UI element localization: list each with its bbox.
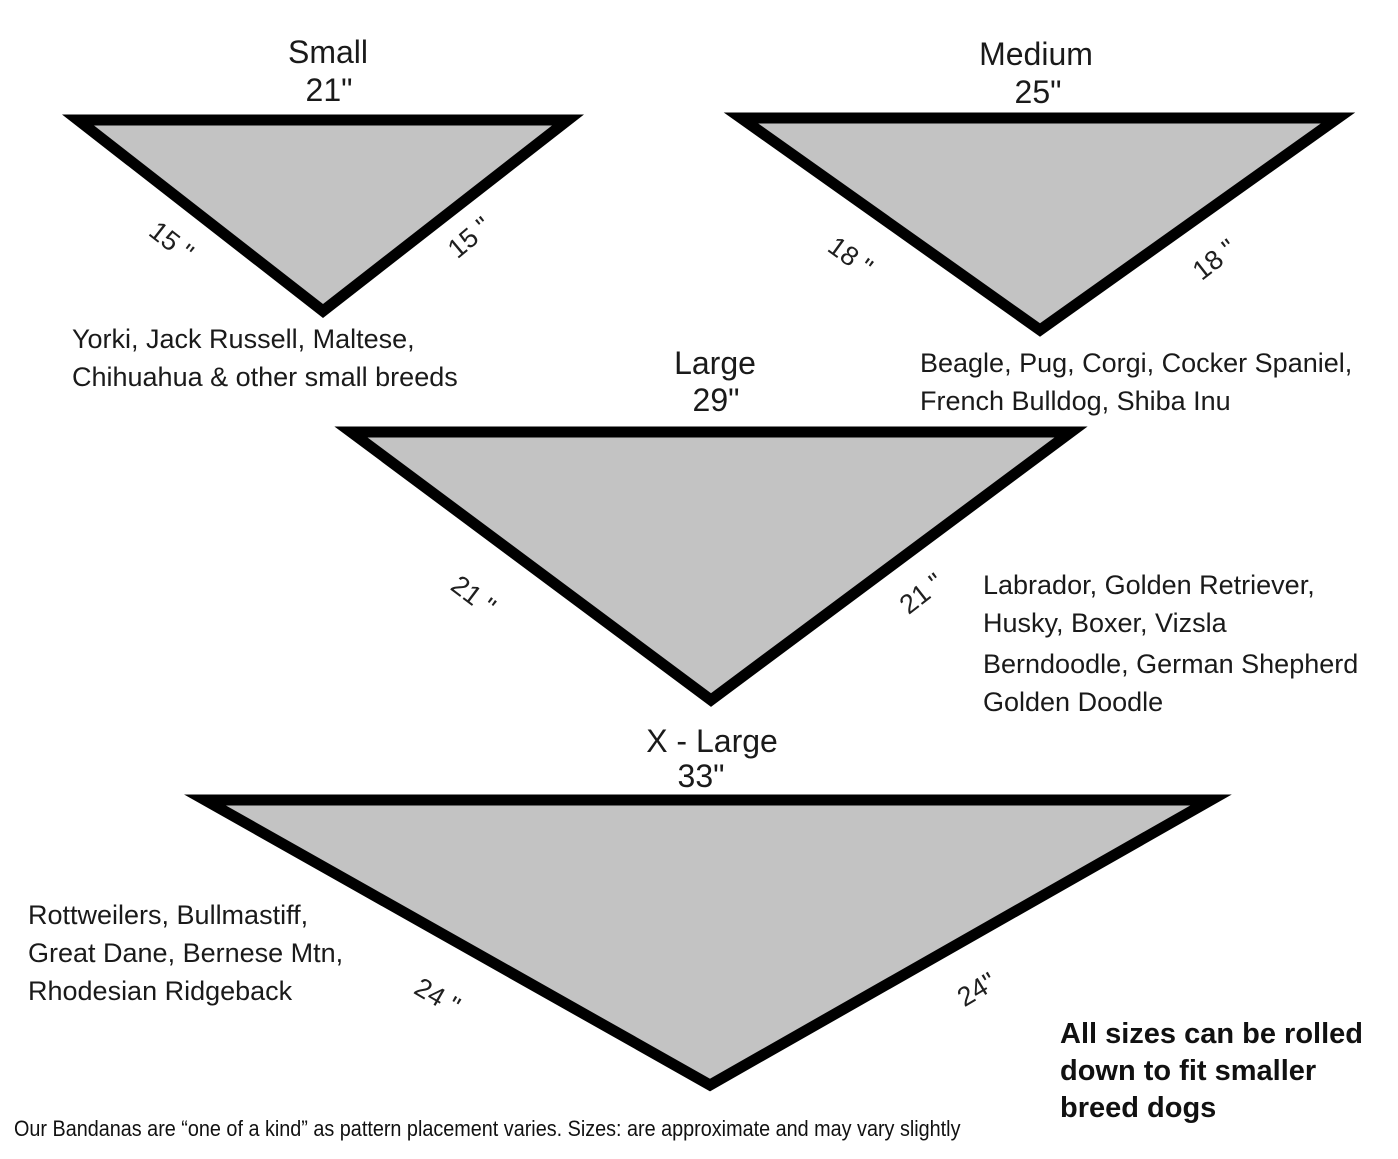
size-medium-top-width: 25" <box>1014 74 1062 110</box>
pattern-disclaimer-note: Our Bandanas are “one of a kind” as patt… <box>14 1116 961 1141</box>
size-small-top-width: 21" <box>305 72 353 108</box>
size-medium-title: Medium <box>979 36 1093 72</box>
size-large-top-width: 29" <box>692 382 740 418</box>
xlarge-bandana-triangle <box>184 794 1232 1092</box>
breed-line: Labrador, Golden Retriever, <box>983 570 1315 600</box>
breed-line: Chihuahua & other small breeds <box>72 362 458 392</box>
size-xlarge-top-width: 33" <box>677 758 725 794</box>
size-large-title: Large <box>674 345 756 381</box>
size-medium-breed-list: Beagle, Pug, Corgi, Cocker Spaniel, Fren… <box>920 344 1352 420</box>
size-xlarge-breed-list: Rottweilers, Bullmastiff, Great Dane, Be… <box>28 896 343 1010</box>
note-line: breed dogs <box>1060 1092 1217 1124</box>
breed-line: Great Dane, Bernese Mtn, <box>28 938 344 968</box>
breed-line: Berndoodle, German Shepherd <box>983 649 1359 679</box>
size-small-title: Small <box>287 34 369 70</box>
note-line: All sizes can be rolled <box>1060 1018 1363 1050</box>
size-small-breed-list: Yorki, Jack Russell, Maltese, Chihuahua … <box>72 320 458 396</box>
small-bandana-triangle <box>61 114 585 318</box>
breed-line: French Bulldog, Shiba Inu <box>920 386 1231 416</box>
breed-line: Rhodesian Ridgeback <box>28 976 293 1006</box>
note-line: down to fit smaller <box>1060 1055 1317 1087</box>
large-bandana-triangle <box>334 426 1088 707</box>
size-large-breed-list: Labrador, Golden Retriever, Husky, Boxer… <box>983 566 1358 721</box>
breed-line: Beagle, Pug, Corgi, Cocker Spaniel, <box>920 348 1353 378</box>
breed-line: Rottweilers, Bullmastiff, <box>28 900 309 930</box>
medium-bandana-triangle <box>723 112 1356 337</box>
roll-down-note: All sizes can be rolled down to fit smal… <box>1060 1016 1363 1127</box>
breed-line: Golden Doodle <box>983 687 1164 717</box>
breed-line: Husky, Boxer, Vizsla <box>983 608 1227 638</box>
size-xlarge-title: X - Large <box>646 723 778 759</box>
breed-line: Yorki, Jack Russell, Maltese, <box>72 324 415 354</box>
